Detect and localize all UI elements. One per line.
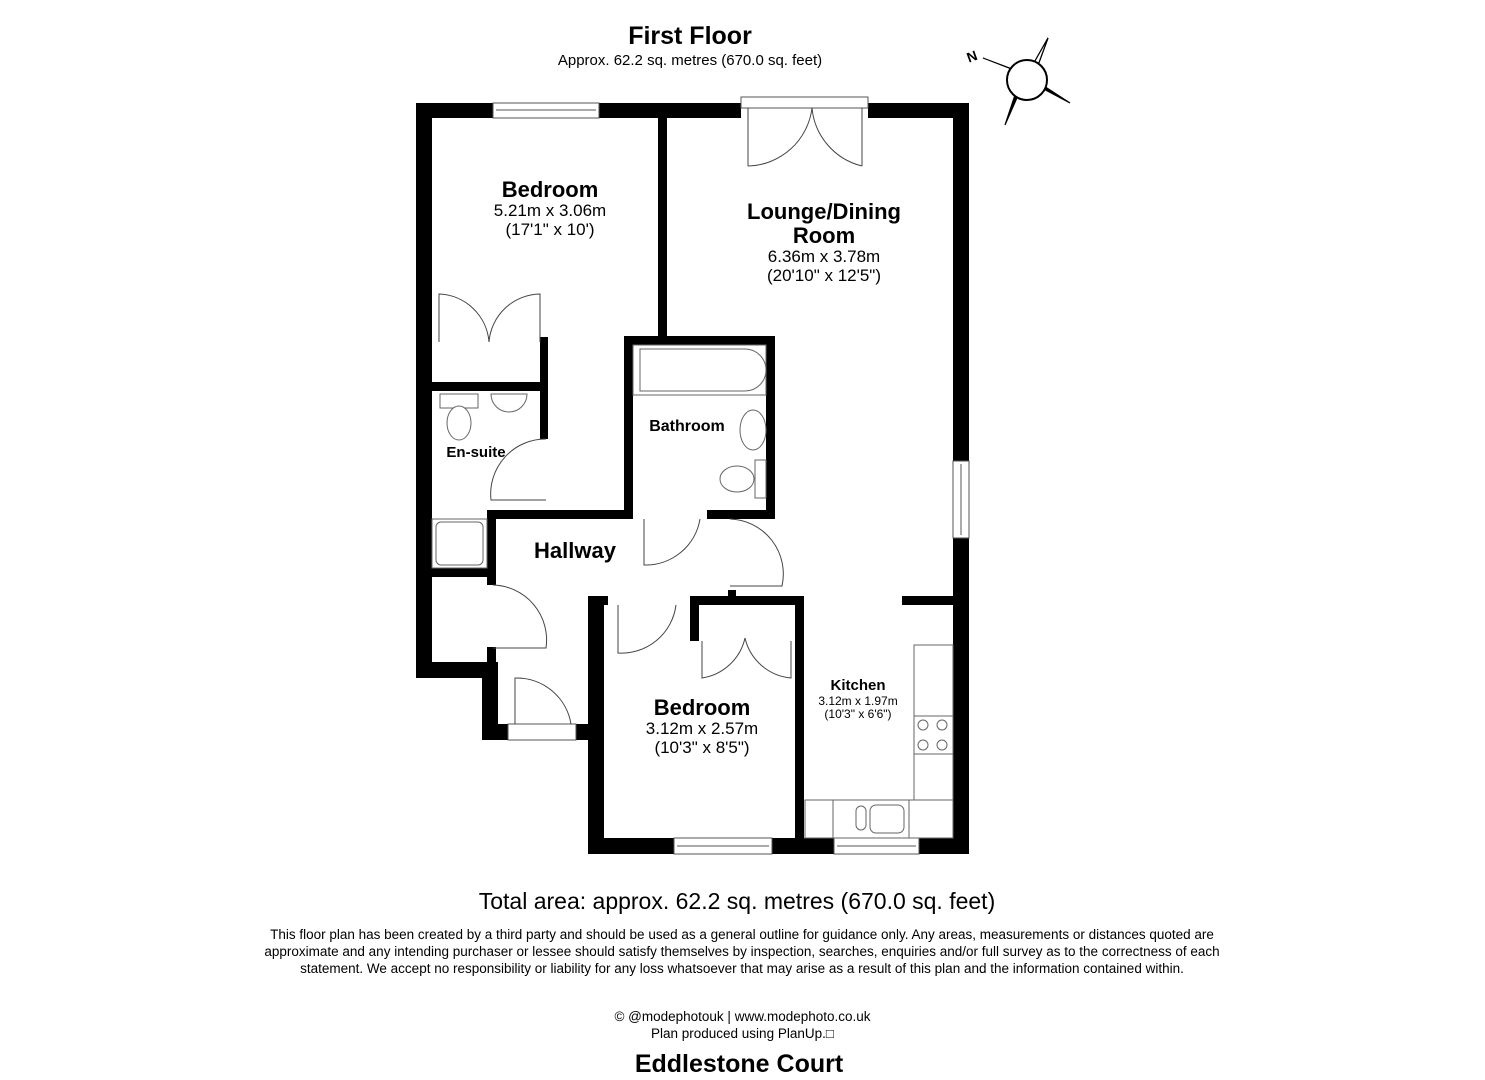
credit-line-2: Plan produced using PlanUp.□ bbox=[650, 1026, 835, 1041]
room-dimensions-imperial: (10'3" x 8'5") bbox=[654, 737, 750, 757]
room-ensuite: En-suite bbox=[446, 444, 506, 462]
room-bedroom-2: Bedroom 3.12m x 2.57m (10'3" x 8'5") bbox=[645, 695, 759, 758]
room-name: Bedroom bbox=[501, 177, 599, 202]
room-name: Bedroom bbox=[653, 695, 751, 720]
room-dimensions-imperial: (20'10" x 12'5") bbox=[766, 266, 881, 286]
room-dimensions-metric: 5.21m x 3.06m bbox=[493, 201, 607, 221]
floor-area: Approx. 62.2 sq. metres (670.0 sq. feet) bbox=[557, 52, 823, 69]
room-dimensions-metric: 6.36m x 3.78m bbox=[767, 247, 881, 267]
room-name: Kitchen bbox=[830, 677, 886, 694]
credits: © @modephotouk | www.modephoto.co.uk Pla… bbox=[0, 1008, 1485, 1042]
room-lounge-dining: Lounge/Dining Room 6.36m x 3.78m (20'10"… bbox=[747, 199, 901, 286]
room-name-line1: Lounge/Dining bbox=[747, 199, 901, 224]
floor-title: First Floor bbox=[628, 22, 752, 50]
total-area: Total area: approx. 62.2 sq. metres (670… bbox=[478, 888, 996, 914]
doors bbox=[438, 107, 863, 725]
room-name-line2: Room bbox=[792, 223, 856, 249]
room-name: Bathroom bbox=[649, 418, 725, 435]
svg-text:N: N bbox=[964, 47, 979, 65]
room-hallway: Hallway bbox=[534, 538, 616, 563]
room-name: En-suite bbox=[446, 444, 506, 461]
room-dimensions-metric: 3.12m x 2.57m bbox=[645, 719, 759, 739]
property-name: Eddlestone Court bbox=[634, 1050, 844, 1078]
room-bedroom-1: Bedroom 5.21m x 3.06m (17'1" x 10') bbox=[493, 177, 607, 240]
compass-icon: N bbox=[964, 37, 1071, 126]
windows bbox=[492, 96, 970, 855]
room-dimensions-imperial: (17'1" x 10') bbox=[505, 219, 595, 239]
credit-line-1: © @modephotouk | www.modephoto.co.uk bbox=[614, 1009, 871, 1024]
fixtures bbox=[431, 344, 954, 839]
walls bbox=[416, 103, 969, 854]
disclaimer-text: This floor plan has been created by a th… bbox=[264, 927, 1220, 976]
room-dimensions-imperial: (10'3" x 6'6") bbox=[824, 706, 892, 721]
room-bathroom: Bathroom bbox=[649, 418, 725, 436]
room-name: Hallway bbox=[534, 538, 616, 563]
room-kitchen: Kitchen 3.12m x 1.97m (10'3" x 6'6") bbox=[818, 677, 898, 721]
room-dimensions-metric: 3.12m x 1.97m bbox=[818, 693, 898, 708]
